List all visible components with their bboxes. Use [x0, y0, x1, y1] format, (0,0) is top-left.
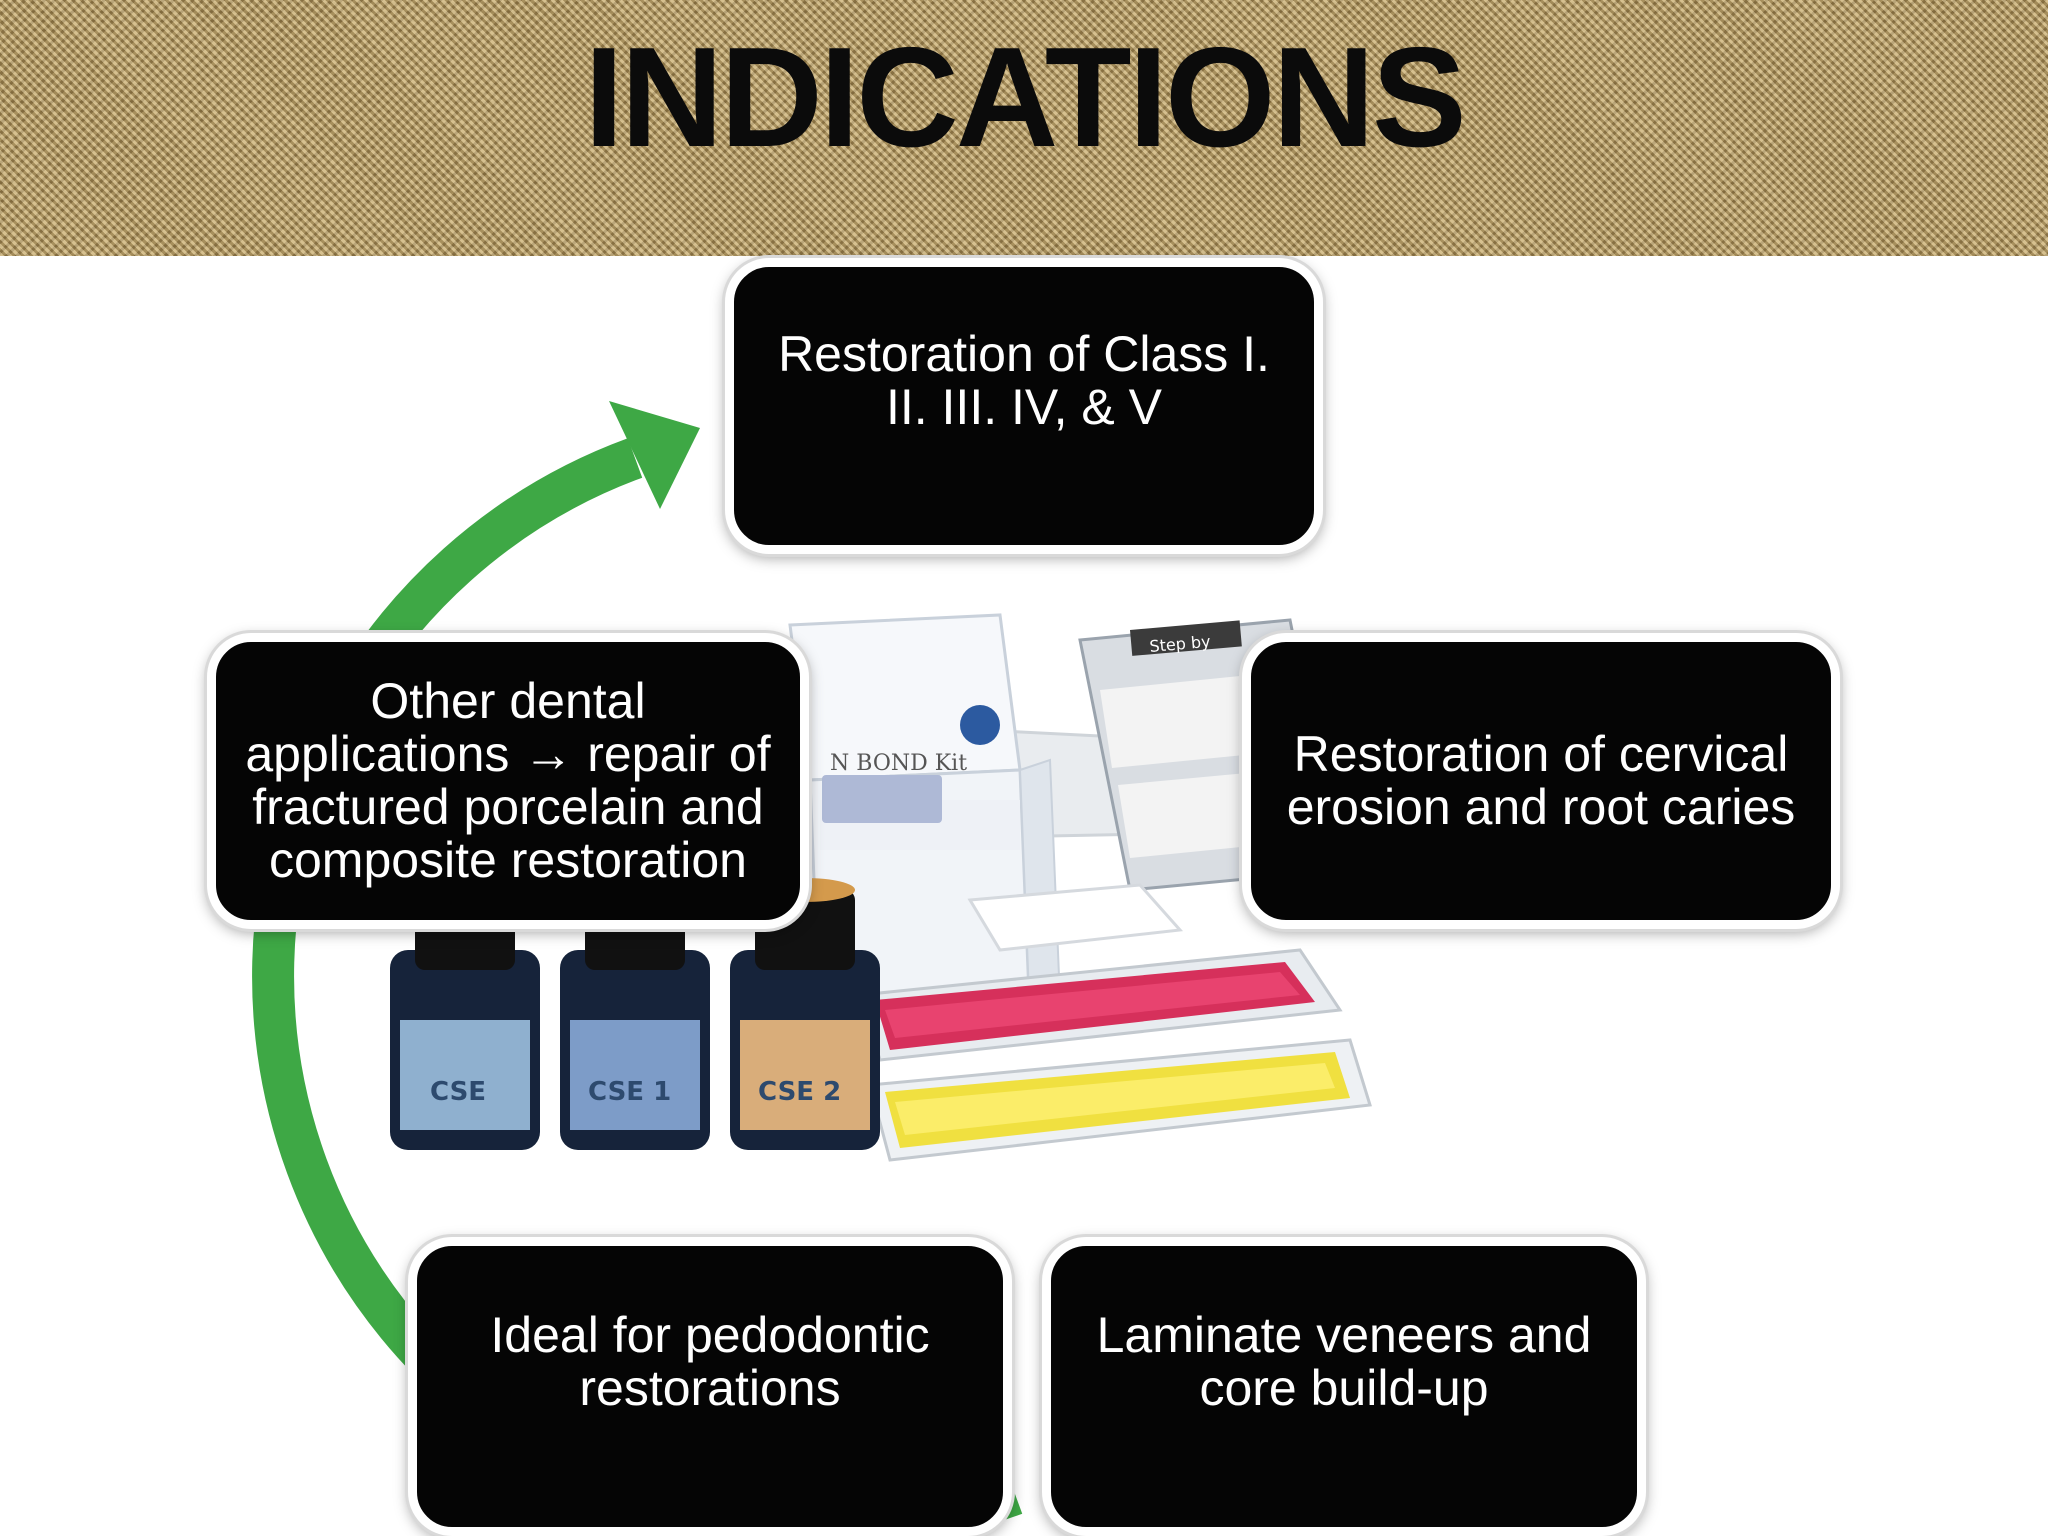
pink-brushes: [858, 948, 1343, 1062]
cycle-arrowhead: [609, 401, 700, 509]
node-pedodontic: Ideal for pedodontic restorations: [408, 1237, 1012, 1536]
node-cervical-erosion: Restoration of cervical erosion and root…: [1242, 633, 1840, 929]
slide-title: INDICATIONS: [584, 18, 1466, 177]
node-class-restoration: Restoration of Class I. II. III. IV, & V: [725, 258, 1323, 554]
kit-box-label: N BOND Kit: [830, 751, 967, 776]
node-other-applications: Other dental applications → repair of fr…: [207, 633, 809, 929]
yellow-brushes: [868, 1038, 1372, 1162]
svg-text:CSE 2: CSE 2: [758, 1077, 841, 1107]
node-laminate-veneers: Laminate veneers and core build-up: [1042, 1237, 1646, 1536]
title-band: INDICATIONS: [0, 0, 2048, 256]
svg-text:CSE: CSE: [430, 1077, 486, 1107]
svg-text:CSE 1: CSE 1: [588, 1077, 671, 1107]
